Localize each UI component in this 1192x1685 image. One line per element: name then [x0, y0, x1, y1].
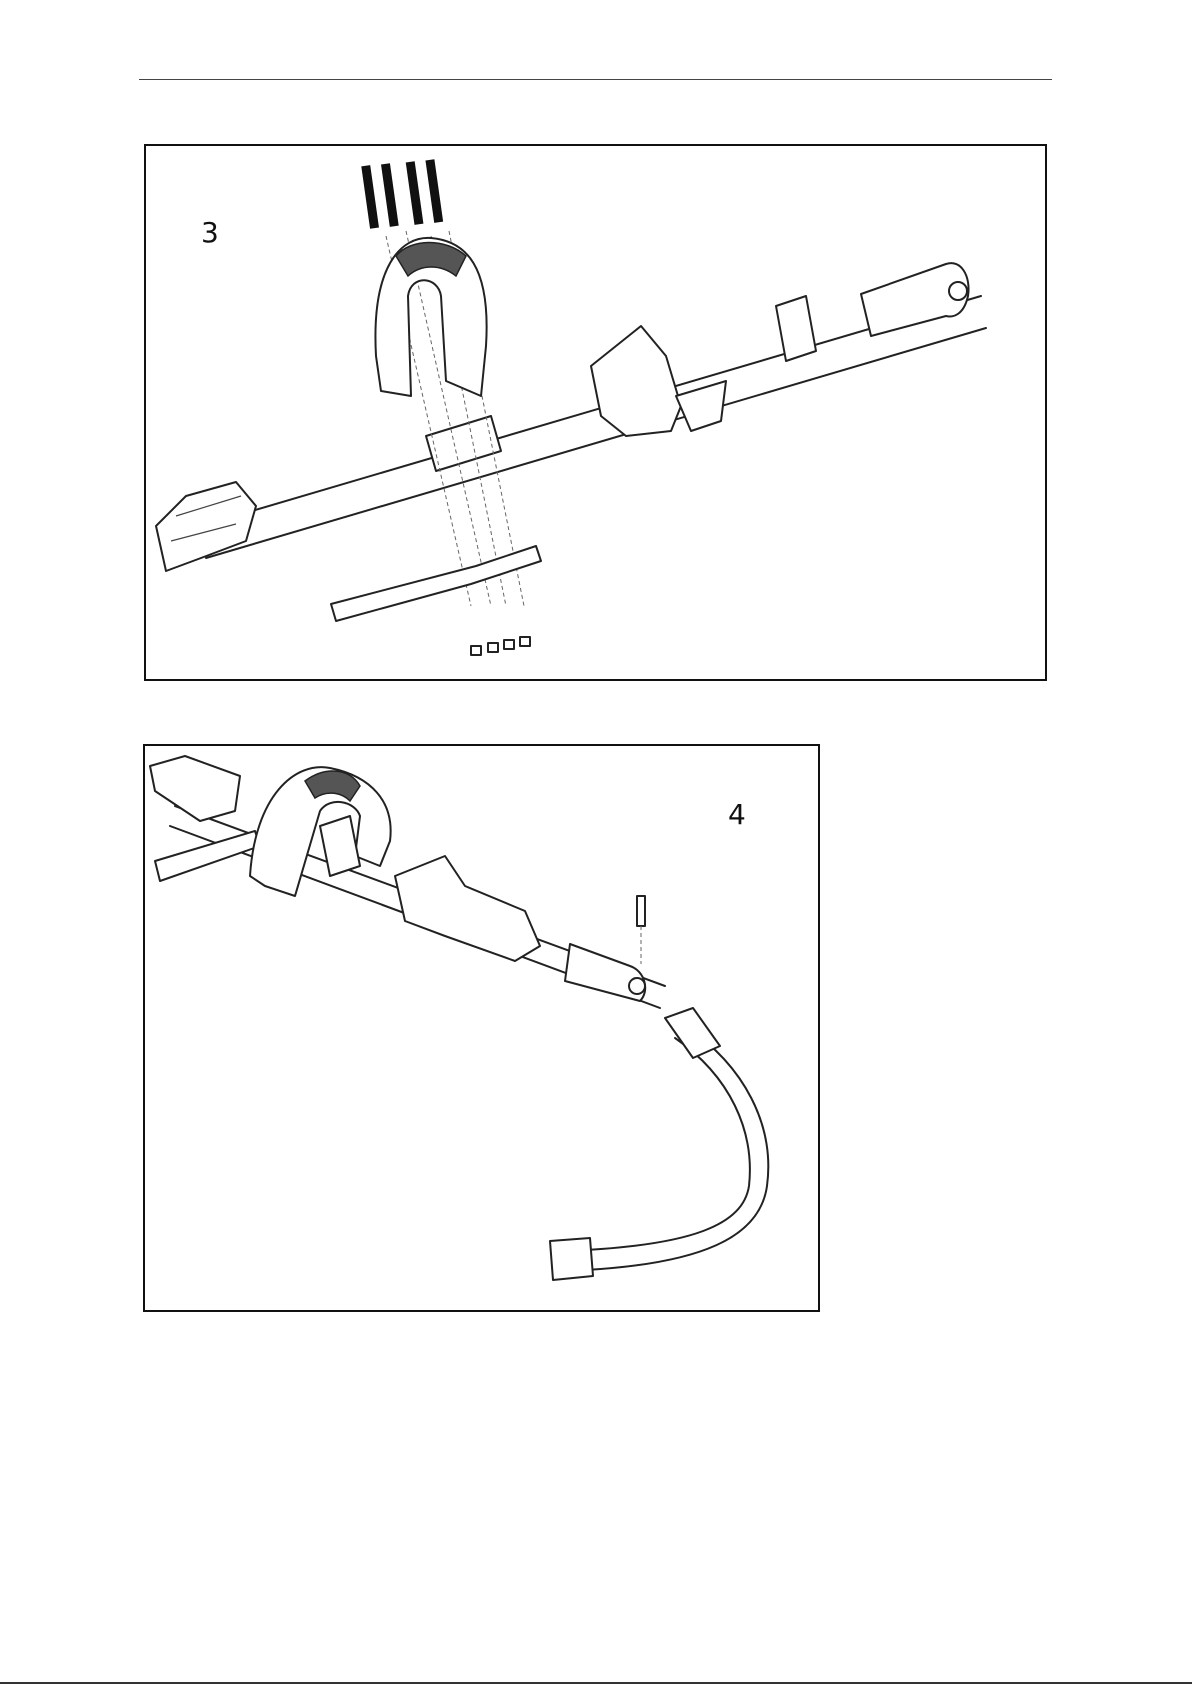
throttle-housing: [395, 856, 540, 961]
rear-clamp: [776, 296, 816, 361]
bolts: [362, 160, 443, 228]
drive-shaft-illustration: [145, 746, 818, 1310]
footer-rule: [0, 1682, 1192, 1684]
motor-coupling: [861, 263, 969, 336]
guard-bracket: [155, 831, 260, 881]
nuts: [471, 637, 530, 655]
flex-drive-cable: [565, 1026, 768, 1271]
cable-connector-top: [665, 1008, 720, 1058]
figure-4: 4: [143, 744, 820, 1312]
shaft-clamp: [426, 416, 501, 471]
gear-head: [150, 756, 240, 821]
throttle-housing: [591, 326, 681, 436]
cable-connector-bottom: [550, 1238, 593, 1280]
header-rule: [139, 79, 1052, 80]
shaft-outline: [201, 296, 986, 558]
guard-bracket: [331, 546, 541, 621]
figure-3: 3: [144, 144, 1047, 681]
connector-screw: [637, 896, 645, 926]
handle-assembly-illustration: [146, 146, 1045, 679]
shaft-clamp: [320, 816, 360, 876]
